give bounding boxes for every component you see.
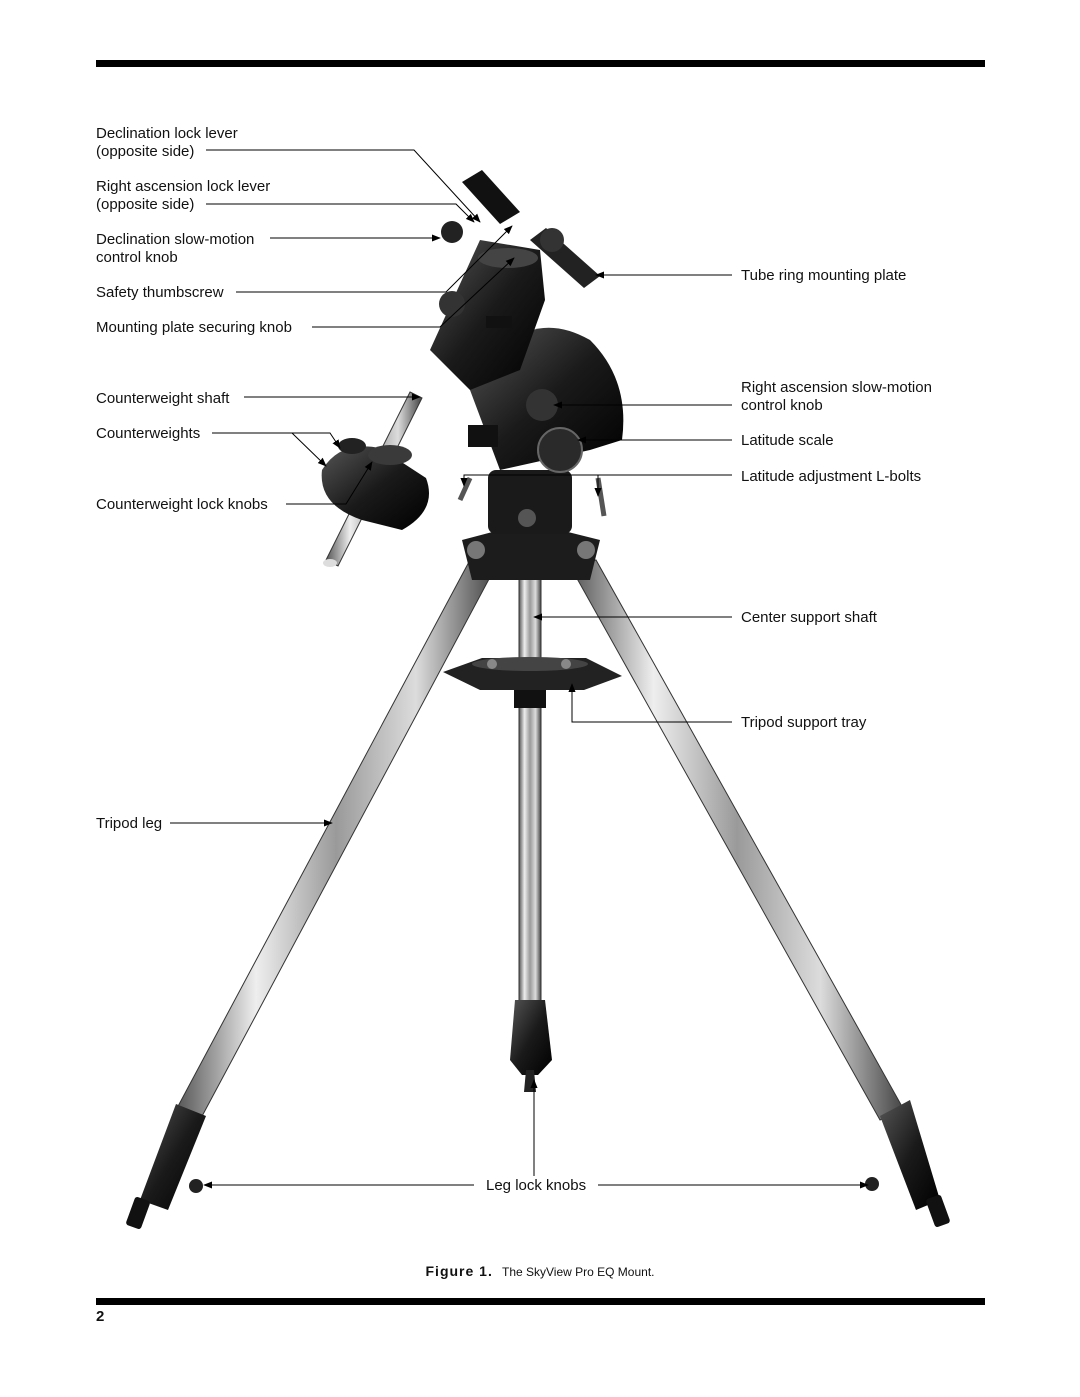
label-latitude-lbolts: Latitude adjustment L-bolts [741, 468, 922, 485]
top-rule [96, 60, 985, 67]
label-center-support-shaft: Center support shaft [741, 609, 877, 626]
figure-caption: Figure 1. The SkyView Pro EQ Mount. [0, 1263, 1080, 1279]
label-ra-slow-motion: Right ascension slow-motion control knob [741, 379, 932, 414]
label-tube-ring-plate: Tube ring mounting plate [741, 267, 907, 284]
bottom-rule [96, 1298, 985, 1305]
figure-caption-text: The SkyView Pro EQ Mount. [501, 1265, 655, 1279]
counterweight-assembly [321, 391, 429, 567]
label-dec-lock-lever: Declination lock lever (opposite side) [96, 125, 238, 160]
page-number: 2 [96, 1308, 105, 1325]
label-dec-slow-motion: Declination slow-motion control knob [96, 231, 255, 266]
tripod-head [462, 530, 600, 580]
center-shaft [510, 559, 552, 1092]
label-counterweight-lock-knobs: Counterweight lock knobs [96, 496, 268, 513]
callout-lines [170, 149, 869, 1189]
tripod-tray [443, 657, 622, 708]
label-mounting-plate-knob: Mounting plate securing knob [96, 319, 292, 336]
label-tripod-leg: Tripod leg [96, 815, 163, 832]
label-counterweight-shaft: Counterweight shaft [96, 390, 230, 407]
label-safety-thumbscrew: Safety thumbscrew [96, 284, 224, 301]
figure-label: Figure 1. [425, 1263, 493, 1279]
label-counterweights: Counterweights [96, 425, 201, 442]
declination-axis [430, 170, 600, 390]
label-tripod-support-tray: Tripod support tray [741, 714, 867, 731]
label-leg-lock-knobs: Leg lock knobs [486, 1177, 587, 1194]
label-latitude-scale: Latitude scale [741, 432, 834, 449]
label-ra-lock-lever: Right ascension lock lever (opposite sid… [96, 178, 271, 213]
